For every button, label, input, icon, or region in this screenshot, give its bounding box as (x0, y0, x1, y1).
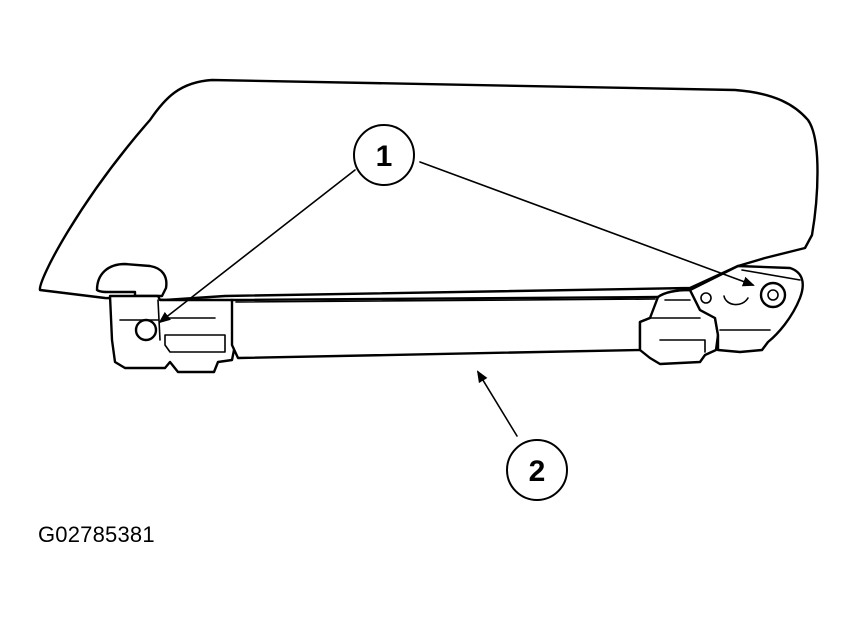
callout-1: 1 (353, 124, 415, 186)
small-rivet-icon (700, 292, 712, 304)
mirror-cover-top-edge (235, 298, 656, 303)
callout-1-label: 1 (376, 140, 393, 173)
right-clip-detail (649, 299, 706, 353)
retainer-clip-detail (723, 295, 749, 306)
leader-1-right (419, 161, 755, 287)
leader-1-left (158, 169, 356, 324)
right-screw-inner (767, 289, 779, 301)
visor-mirror-cover (230, 295, 670, 360)
callout-2-label: 2 (529, 455, 546, 488)
right-screw-outer (759, 281, 787, 309)
callout-1-circle (353, 124, 415, 186)
callout-2-circle (506, 439, 568, 501)
right-arm-inner-line (719, 269, 801, 331)
left-pivot-pin (134, 318, 158, 342)
figure-id: G02785381 (38, 522, 155, 547)
left-clip-hook (95, 262, 168, 298)
callout-2: 2 (506, 439, 568, 501)
visor-body (38, 78, 819, 302)
leader-2 (476, 370, 518, 437)
left-clip-base (108, 294, 237, 374)
